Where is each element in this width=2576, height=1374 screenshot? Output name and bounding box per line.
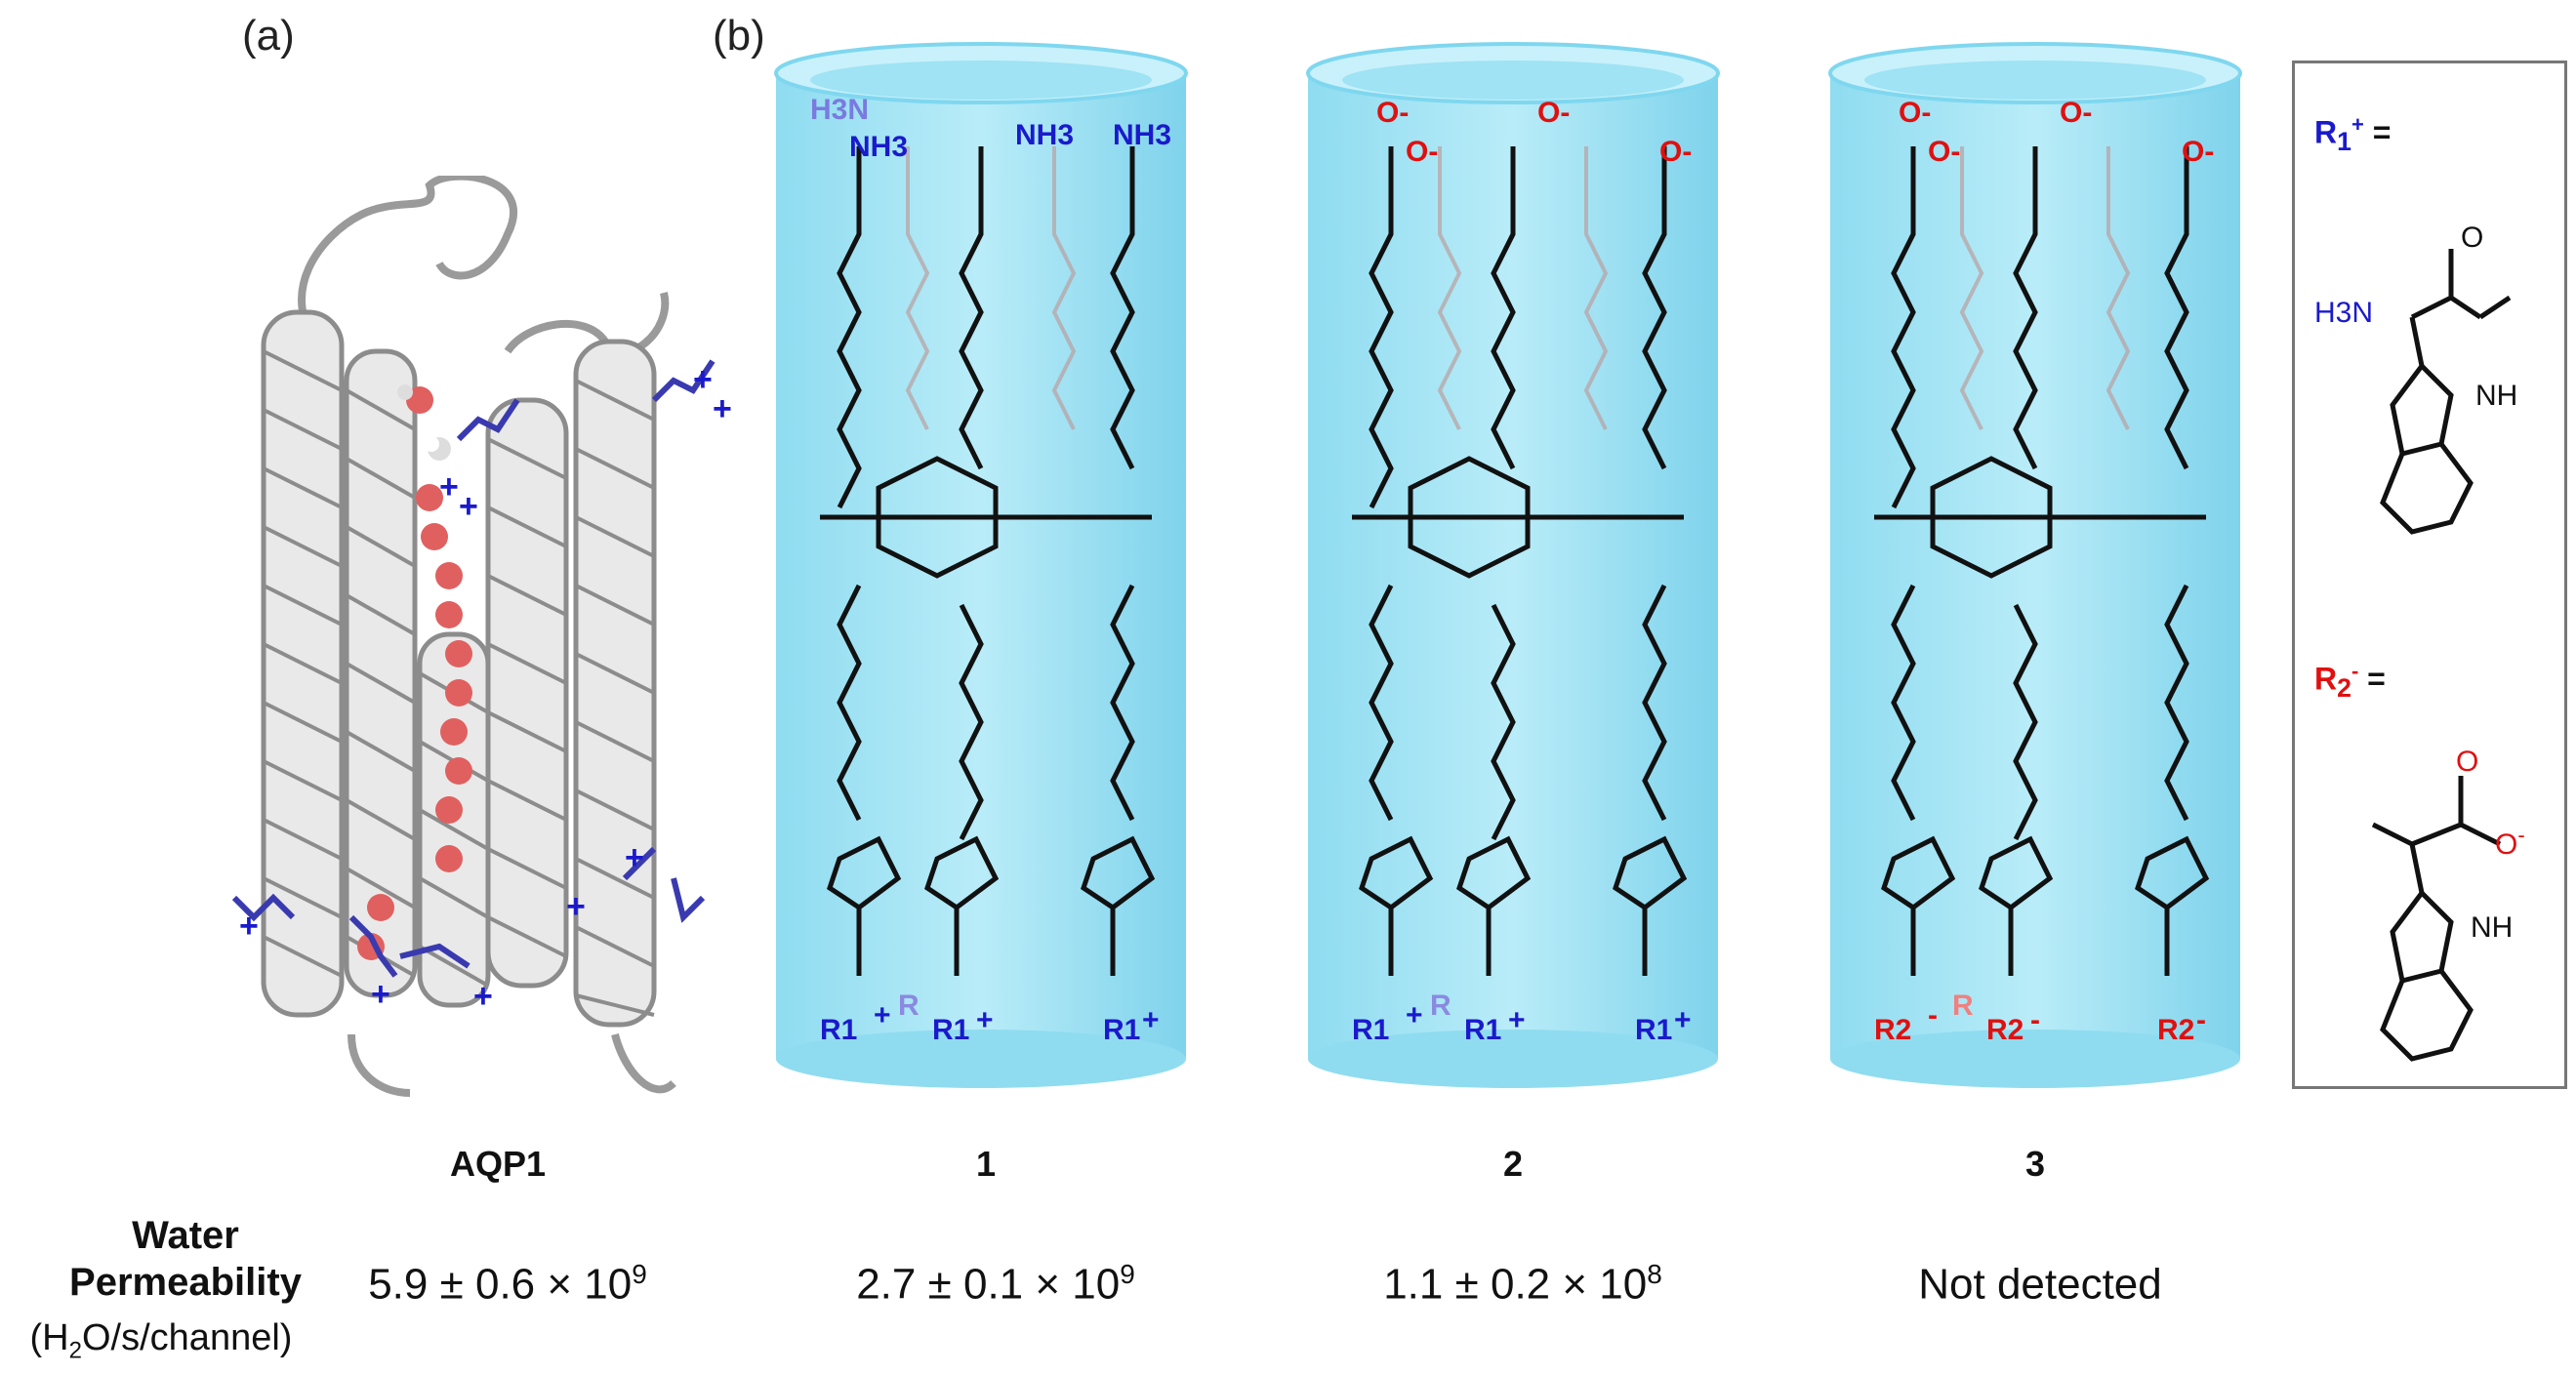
- compound-label-3: 3: [2024, 1144, 2046, 1184]
- ch1-charge: +: [1142, 1004, 1160, 1036]
- ch1-charge: +: [874, 999, 891, 1031]
- ch1-top-group: NH3: [849, 131, 908, 163]
- charge-plus: +: [439, 468, 459, 505]
- aqp1-permeability-value: 5.9 ± 0.6 × 109: [368, 1259, 647, 1309]
- charge-plus: +: [459, 488, 478, 525]
- r1-structure: H3N O NH: [2314, 222, 2517, 535]
- ch2-charge: +: [1508, 1004, 1526, 1036]
- ch3-bottom-group: R: [1952, 990, 1974, 1022]
- ch1-top-group: H3N: [810, 94, 869, 126]
- r1-label: R1+ =: [2314, 112, 2392, 157]
- charge-plus: +: [473, 978, 493, 1015]
- ch2-top-group: O-: [1537, 97, 1570, 129]
- ch2-bottom-group: R1: [1464, 1014, 1501, 1046]
- compound-label-aqp1: AQP1: [449, 1144, 547, 1184]
- ch2-bottom-group: R1: [1352, 1014, 1389, 1046]
- ch1-bottom-group: R: [898, 990, 920, 1022]
- ch2-top-group: O-: [1376, 97, 1409, 129]
- ch3-top-group: O-: [1899, 97, 1931, 129]
- charge-plus: +: [713, 390, 732, 427]
- r1-oxygen: O: [2461, 222, 2483, 254]
- panel-label-b: (b): [713, 12, 765, 60]
- ch1-bottom-group: R1: [820, 1014, 857, 1046]
- ch3-bottom-group: R2: [1874, 1014, 1911, 1046]
- r2-label: R2- =: [2314, 659, 2386, 704]
- ch1-top-group: NH3: [1113, 119, 1171, 151]
- ch3-charge: -: [1928, 999, 1938, 1031]
- channel-cylinders: H3N NH3 NH3 NH3 R1 R R1 R1 + + + O- O- O…: [774, 42, 2242, 1088]
- ch2-top-group: O-: [1406, 136, 1438, 168]
- ch1-charge: +: [976, 1004, 994, 1036]
- compound-label-1: 1: [975, 1144, 997, 1184]
- channel-3-permeability-value: Not detected: [1918, 1260, 2162, 1309]
- substituent-legend: R1+ = H3N O NH R2- = O O- NH: [2292, 61, 2567, 1089]
- ch2-bottom-group: R: [1430, 990, 1452, 1022]
- aqp1-structure: + + + + + + + + +: [231, 176, 732, 1097]
- ch3-top-group: O-: [2182, 136, 2214, 168]
- ch2-top-group: O-: [1659, 136, 1692, 168]
- permeability-title-line1: Water: [132, 1214, 239, 1257]
- r2-carboxylate: O-: [2495, 823, 2525, 861]
- ch2-charge: +: [1406, 999, 1423, 1031]
- permeability-title: Water Permeability: [59, 1212, 312, 1306]
- charge-plus: +: [625, 839, 644, 876]
- charge-plus: +: [239, 908, 259, 945]
- permeability-title-line2: Permeability: [69, 1261, 302, 1304]
- compound-label-2: 2: [1502, 1144, 1524, 1184]
- r2-nh: NH: [2471, 911, 2513, 944]
- ch3-top-group: O-: [2060, 97, 2092, 129]
- charge-plus: +: [566, 888, 586, 925]
- ch2-bottom-group: R1: [1635, 1014, 1672, 1046]
- ch1-bottom-group: R1: [932, 1014, 969, 1046]
- r1-amine: H3N: [2314, 297, 2373, 329]
- r1-nh: NH: [2475, 380, 2517, 412]
- channel-2-permeability-value: 1.1 ± 0.2 × 108: [1383, 1259, 1662, 1309]
- channel-1-permeability-value: 2.7 ± 0.1 × 109: [856, 1259, 1135, 1309]
- r2-structure: O O- NH: [2371, 747, 2525, 1062]
- ch3-bottom-group: R2: [2157, 1014, 2194, 1046]
- r2-oxygen: O: [2456, 747, 2478, 778]
- ch1-bottom-group: R1: [1103, 1014, 1140, 1046]
- permeability-unit: (H2O/s/channel): [29, 1317, 293, 1364]
- ch3-top-group: O-: [1928, 136, 1960, 168]
- charge-plus: +: [371, 976, 390, 1013]
- ch1-top-group: NH3: [1015, 119, 1074, 151]
- ch3-bottom-group: R2: [1986, 1014, 2024, 1046]
- ch2-charge: +: [1674, 1004, 1692, 1036]
- ch3-charge: -: [2030, 1004, 2040, 1036]
- panel-label-a: (a): [242, 12, 295, 60]
- ch3-charge: -: [2196, 1004, 2206, 1036]
- charge-plus: +: [693, 361, 713, 398]
